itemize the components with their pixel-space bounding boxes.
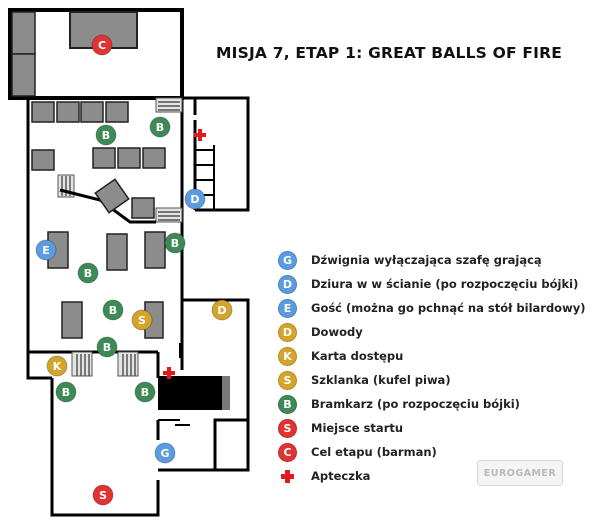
map-marker: E <box>35 239 57 261</box>
map-marker: B <box>77 262 99 284</box>
legend-label: Gość (można go pchnąć na stół bilardowy) <box>311 301 586 315</box>
map-marker: B <box>55 381 77 403</box>
map-marker: S <box>92 484 114 506</box>
legend-item: D Dziura w w ścianie (po rozpoczęciu bójk… <box>278 274 598 294</box>
legend-item: S Szklanka (kufel piwa) <box>278 370 598 390</box>
diagonal-wall <box>59 188 156 224</box>
map-marker: K <box>46 355 68 377</box>
legend-marker-icon: E <box>278 298 297 318</box>
legend-marker-icon: D <box>278 274 297 294</box>
map-marker-label: B <box>102 129 110 142</box>
tables <box>31 101 166 339</box>
map-marker-label: B <box>156 121 164 134</box>
map-marker-label: S <box>138 314 146 327</box>
legend-label: Dziura w w ścianie (po rozpoczęciu bójki… <box>311 277 579 291</box>
map-title: MISJA 7, ETAP 1: GREAT BALLS OF FIRE <box>216 44 563 62</box>
map-marker: D <box>184 188 206 210</box>
legend-marker-icon: K <box>278 346 297 366</box>
map-marker: G <box>154 442 176 464</box>
legend-label: Apteczka <box>311 469 371 483</box>
dark-counter-edge <box>222 376 230 410</box>
legend-marker-icon: G <box>278 250 297 270</box>
map-marker-label: C <box>98 39 106 52</box>
legend-label: Miejsce startu <box>311 421 404 435</box>
map-marker: B <box>164 232 186 254</box>
map-marker-label: B <box>109 304 117 317</box>
cell-dividers <box>158 145 215 426</box>
legend-label: Szklanka (kufel piwa) <box>311 373 451 387</box>
map-marker: B <box>134 381 156 403</box>
stair-lines <box>61 101 180 376</box>
map-marker: S <box>131 309 153 331</box>
map-marker-label: K <box>53 360 62 373</box>
legend-item: D Dowody <box>278 322 598 342</box>
legend-label: Bramkarz (po rozpoczęciu bójki) <box>311 397 520 411</box>
legend-marker-icon: S <box>278 370 297 390</box>
eurogamer-watermark: EUROGAMER <box>477 460 563 486</box>
shelf <box>11 11 36 55</box>
medkit-icon <box>278 467 297 486</box>
legend-marker-icon: B <box>278 394 297 414</box>
medkit-icon <box>194 129 206 141</box>
map-marker: B <box>96 336 118 358</box>
map-marker: B <box>102 299 124 321</box>
main-hall <box>26 96 250 517</box>
map-marker: B <box>149 116 171 138</box>
map-marker-label: B <box>84 267 92 280</box>
map-marker-label: B <box>62 386 70 399</box>
legend-item: E Gość (można go pchnąć na stół bilardowy… <box>278 298 598 318</box>
map-marker: C <box>91 34 113 56</box>
map-marker-label: G <box>160 447 169 460</box>
map-marker: D <box>211 299 233 321</box>
legend-item: S Miejsce startu <box>278 418 598 438</box>
map-marker-label: E <box>42 244 50 257</box>
medkit-icon <box>163 367 175 379</box>
legend-item: B Bramkarz (po rozpoczęciu bójki) <box>278 394 598 414</box>
legend-item: C Cel etapu (barman) <box>278 442 598 462</box>
map-marker-label: B <box>171 237 179 250</box>
legend-item: K Karta dostępu <box>278 346 598 366</box>
map-marker-label: B <box>141 386 149 399</box>
legend-label: Dowody <box>311 325 363 339</box>
legend-label: Dźwignia wyłączająca szafę grającą <box>311 253 542 267</box>
shelf <box>11 53 36 97</box>
legend-item: G Dźwignia wyłączająca szafę grającą <box>278 250 598 270</box>
legend-marker-icon: D <box>278 322 297 342</box>
legend-label: Cel etapu (barman) <box>311 445 437 459</box>
legend-label: Karta dostępu <box>311 349 404 363</box>
dark-counter <box>158 376 222 410</box>
map-marker-label: D <box>190 193 199 206</box>
map-marker-label: D <box>217 304 226 317</box>
legend-item: Apteczka <box>278 466 598 486</box>
legend-marker-icon: C <box>278 442 297 462</box>
map-marker-label: S <box>99 489 107 502</box>
map-marker: B <box>95 124 117 146</box>
map-marker-label: B <box>103 341 111 354</box>
legend-marker-icon: S <box>278 418 297 438</box>
